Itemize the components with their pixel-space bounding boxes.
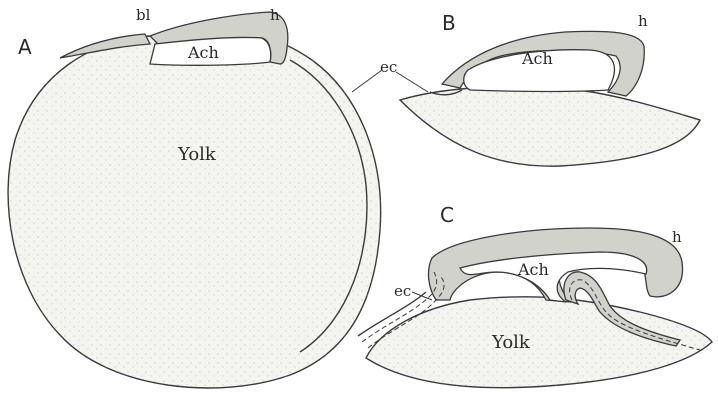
panel-b-label-h: h [638,12,648,30]
panel-c-label-h: h [672,228,682,246]
panel-c-letter: C [440,203,454,227]
panel-a-letter: A [18,35,32,59]
panel-a-label-ach: Ach [187,43,219,62]
panel-a-ec-leader [352,70,382,92]
panel-a-label-bl: bl [136,6,151,24]
panel-a-label-yolk: Yolk [177,144,217,165]
panel-b-letter: B [442,11,456,35]
panel-b-yolk-stipple [400,87,700,167]
panel-c-label-ach: Ach [517,260,549,279]
panel-c-ec-leader [412,292,432,300]
panel-b-label-ach: Ach [521,49,553,68]
panel-c-label-yolk: Yolk [491,332,531,353]
panel-b-ec-leader [396,72,428,92]
panel-c-label-ec: ec [394,282,411,300]
panel-a-label-h: h [270,6,280,24]
panel-c: C h Ach Yolk ec [358,203,712,388]
panel-b: B h Ach [400,11,700,166]
panel-a-label-ec: ec [380,58,397,76]
